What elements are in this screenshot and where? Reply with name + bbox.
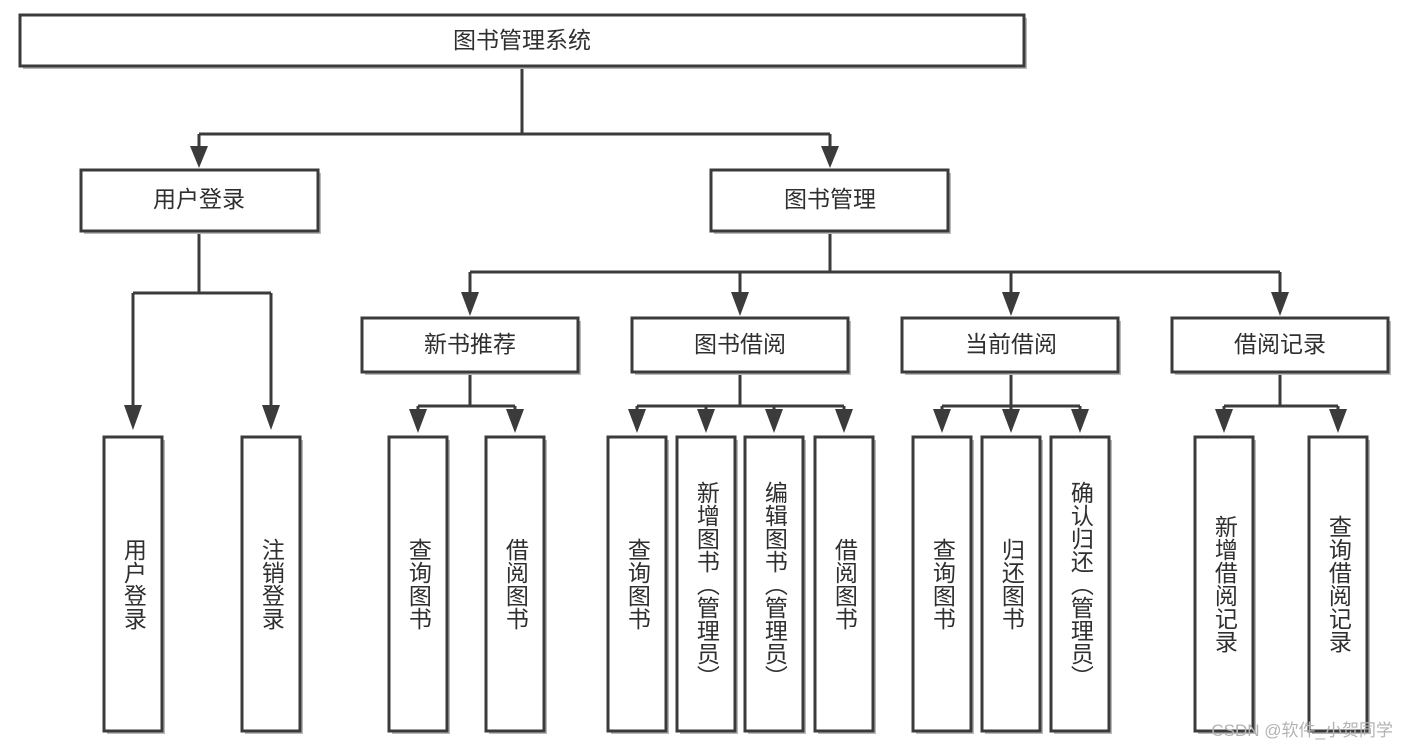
leaf-box: [911, 435, 973, 733]
leaf-user-login-logout[interactable]: 注销登录: [240, 435, 303, 734]
arrow-bookmanage-to-currentborrow: [1002, 292, 1020, 316]
leaf-label-holder: 编辑图书（管理员）: [761, 480, 788, 688]
leaf-label: 注销登录: [258, 538, 285, 630]
leaf-label: 新增借阅记录: [1211, 515, 1238, 653]
leaf-box: [102, 435, 164, 733]
leaf-box: [240, 435, 302, 733]
leaf-new-book-query-book[interactable]: 查询图书: [387, 435, 450, 734]
leaf-label: 查询借阅记录: [1325, 515, 1352, 653]
leaf-box: [606, 435, 668, 733]
leaf-label-holder: 新增借阅记录: [1211, 515, 1238, 653]
node-book-borrow[interactable]: 图书借阅: [630, 316, 851, 375]
book-management-box: [709, 168, 950, 233]
borrow-record-box: [1170, 316, 1390, 374]
leaf-label: 查询图书: [624, 538, 651, 630]
leaf-label: 编辑图书（管理员）: [761, 480, 788, 688]
arrow-newbook-leaf-1: [409, 409, 427, 433]
leaf-box: [675, 435, 737, 733]
leaf-book-borrow-query-book[interactable]: 查询图书: [606, 435, 669, 734]
arrow-currentborrow-leaf-2: [1002, 409, 1020, 433]
arrow-bookmanage-to-newbook: [461, 292, 479, 316]
current-borrow-box: [900, 316, 1120, 374]
leaf-new-book-borrow-book[interactable]: 借阅图书: [484, 435, 547, 734]
leaf-box: [1307, 435, 1369, 733]
new-book-box-label: 新书推荐: [424, 331, 516, 357]
leaf-label-holder: 确认归还（管理员）: [1067, 480, 1094, 688]
arrow-borrowbook-leaf-1: [628, 409, 646, 433]
leaf-label: 查询图书: [405, 538, 432, 630]
root-box: [18, 13, 1026, 68]
leaf-label: 新增图书（管理员）: [693, 480, 720, 688]
leaf-label-holder: 查询图书: [405, 538, 432, 630]
leaf-book-borrow-add-book-admin[interactable]: 新增图书（管理员）: [675, 435, 738, 734]
leaf-label: 借阅图书: [502, 538, 529, 630]
arrow-userlogin-leaf-1: [124, 405, 142, 430]
node-new-book-recommend[interactable]: 新书推荐: [360, 316, 581, 375]
leaf-box: [813, 435, 875, 733]
borrow-record-box-label: 借阅记录: [1234, 331, 1326, 357]
leaf-book-borrow-borrow-book[interactable]: 借阅图书: [813, 435, 876, 734]
leaf-label-holder: 新增图书（管理员）: [693, 480, 720, 688]
leaf-current-borrow-confirm-return-admin[interactable]: 确认归还（管理员）: [1049, 435, 1112, 734]
leaf-label-holder: 查询图书: [929, 538, 956, 630]
arrow-newbook-leaf-2: [506, 409, 524, 433]
leaf-borrow-record-query-record[interactable]: 查询借阅记录: [1307, 435, 1370, 734]
node-user-login[interactable]: 用户登录: [79, 168, 321, 234]
leaf-box: [1193, 435, 1255, 733]
leaf-box: [387, 435, 449, 733]
book-borrow-box: [630, 316, 850, 374]
new-book-box: [360, 316, 580, 374]
arrow-borrowbook-leaf-2: [697, 409, 715, 433]
leaf-label: 归还图书: [998, 538, 1025, 630]
leaf-label-holder: 注销登录: [258, 538, 285, 630]
node-current-borrow[interactable]: 当前借阅: [900, 316, 1121, 375]
node-root-book-management-system[interactable]: 图书管理系统: [18, 13, 1027, 69]
arrow-currentborrow-leaf-3: [1071, 409, 1089, 433]
leaf-user-login-login[interactable]: 用户登录: [102, 435, 165, 734]
leaf-borrow-record-add-record[interactable]: 新增借阅记录: [1193, 435, 1256, 734]
leaf-book-borrow-edit-book-admin[interactable]: 编辑图书（管理员）: [743, 435, 806, 734]
leaf-box: [1049, 435, 1111, 733]
arrow-currentborrow-leaf-1: [933, 409, 951, 433]
leaf-label-holder: 用户登录: [120, 538, 147, 630]
arrow-root-to-book-manage: [821, 146, 839, 168]
leaf-box: [484, 435, 546, 733]
leaf-current-borrow-return-book[interactable]: 归还图书: [980, 435, 1043, 734]
arrow-userlogin-leaf-2: [262, 405, 280, 430]
leaf-label-holder: 查询图书: [624, 538, 651, 630]
arrow-bookmanage-to-borrowbook: [731, 292, 749, 316]
leaf-box: [980, 435, 1042, 733]
leaf-label: 借阅图书: [831, 538, 858, 630]
leaf-label-holder: 借阅图书: [831, 538, 858, 630]
arrow-borrowbook-leaf-4: [835, 409, 853, 433]
leaf-label: 查询图书: [929, 538, 956, 630]
book-management-box-label: 图书管理: [784, 186, 876, 212]
node-borrow-record[interactable]: 借阅记录: [1170, 316, 1391, 375]
book-borrow-box-label: 图书借阅: [694, 331, 786, 357]
node-book-management[interactable]: 图书管理: [709, 168, 951, 234]
leaf-box: [743, 435, 805, 733]
arrow-root-to-user-login: [190, 146, 208, 168]
leaf-label-holder: 归还图书: [998, 538, 1025, 630]
leaf-label: 用户登录: [120, 538, 147, 630]
leaf-label-holder: 借阅图书: [502, 538, 529, 630]
arrow-borrowrecord-leaf-1: [1215, 409, 1233, 433]
user-login-box: [79, 168, 320, 233]
root-box-label: 图书管理系统: [453, 27, 591, 53]
arrow-borrowrecord-leaf-2: [1329, 409, 1347, 433]
arrow-borrowbook-leaf-3: [765, 409, 783, 433]
current-borrow-box-label: 当前借阅: [965, 331, 1057, 357]
user-login-box-label: 用户登录: [153, 186, 245, 212]
connector-layer: [124, 67, 1347, 433]
leaf-label-holder: 查询借阅记录: [1325, 515, 1352, 653]
arrow-bookmanage-to-borrowrecord: [1271, 292, 1289, 316]
leaf-current-borrow-query-book[interactable]: 查询图书: [911, 435, 974, 734]
leaf-label: 确认归还（管理员）: [1067, 480, 1094, 688]
